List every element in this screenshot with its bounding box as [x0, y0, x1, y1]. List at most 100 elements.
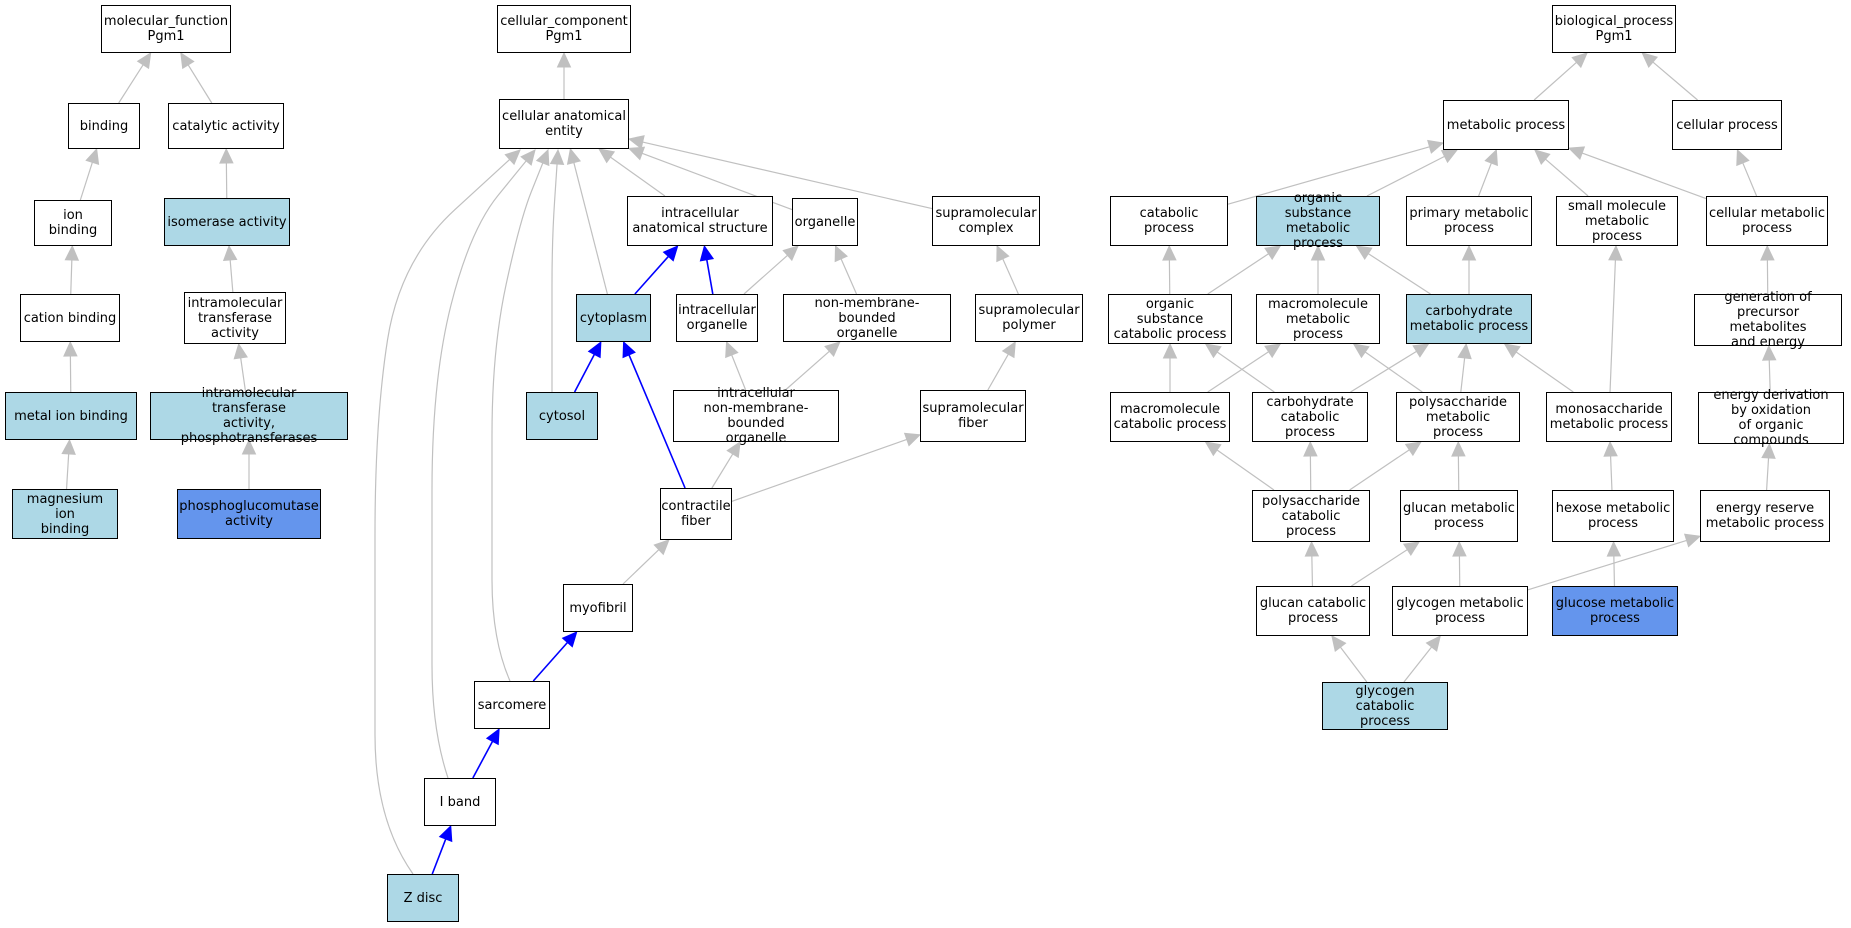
- edge-sarcomere-to-cae-arrowhead: [535, 148, 550, 167]
- edge-oscp-to-osmp-line: [1207, 253, 1269, 295]
- go-term-node-smpolymer[interactable]: supramolecular polymer: [975, 294, 1083, 342]
- go-term-node-cellproc[interactable]: cellular process: [1672, 100, 1782, 150]
- go-term-node-smmp[interactable]: small molecule metabolic process: [1556, 196, 1678, 246]
- go-term-node-binding[interactable]: binding: [68, 103, 140, 149]
- edge-pmp-to-metabolic: [1478, 148, 1498, 197]
- go-term-node-pgm[interactable]: phosphoglucomutase activity: [177, 489, 321, 539]
- go-term-node-gymp[interactable]: glycogen metabolic process: [1392, 586, 1528, 636]
- go-term-node-myofibril[interactable]: myofibril: [563, 584, 633, 632]
- go-term-node-pscp[interactable]: polysaccharide catabolic process: [1252, 490, 1370, 542]
- edge-smcomplex-to-cae-line: [642, 141, 933, 210]
- edge-cytoplasm-to-cae-line: [573, 162, 608, 295]
- go-term-node-cytoplasm[interactable]: cytoplasm: [576, 294, 651, 342]
- go-term-node-cae[interactable]: cellular anatomical entity: [499, 99, 629, 149]
- edge-catabolic-to-metabolic-arrowhead: [1427, 139, 1445, 154]
- go-term-node-organelle[interactable]: organelle: [792, 198, 858, 246]
- go-term-label: polysaccharide catabolic process: [1262, 493, 1360, 539]
- go-term-node-msmp[interactable]: monosaccharide metabolic process: [1546, 392, 1672, 442]
- go-term-label: metabolic process: [1446, 117, 1566, 133]
- edge-edoc-to-gpme: [1761, 344, 1777, 393]
- go-term-label: cation binding: [23, 310, 117, 326]
- edge-smmp-to-metabolic-arrowhead: [1534, 149, 1551, 165]
- edge-gycp-to-gymp-line: [1403, 646, 1433, 683]
- go-term-node-chcp[interactable]: carbohydrate catabolic process: [1252, 392, 1368, 442]
- go-term-node-metabolic[interactable]: metabolic process: [1443, 100, 1569, 150]
- go-term-label: cellular process: [1676, 117, 1778, 133]
- go-term-node-mf[interactable]: molecular_function Pgm1: [101, 5, 231, 53]
- go-term-node-cc[interactable]: cellular_component Pgm1: [497, 5, 631, 53]
- go-term-label: small molecule metabolic process: [1568, 198, 1666, 244]
- go-term-node-gcmp[interactable]: glucose metabolic process: [1552, 586, 1678, 636]
- go-term-node-ermp[interactable]: energy reserve metabolic process: [1700, 490, 1830, 542]
- go-term-label: monosaccharide metabolic process: [1549, 402, 1669, 432]
- go-term-node-ias[interactable]: intracellular anatomical structure: [627, 196, 773, 246]
- edge-ermp-to-edoc-arrowhead: [1761, 442, 1776, 459]
- go-term-node-gpme[interactable]: generation of precursor metabolites and …: [1694, 290, 1842, 350]
- edge-sarcomere-to-cae: [491, 148, 550, 682]
- go-term-node-intraorg[interactable]: intracellular organelle: [676, 294, 758, 342]
- edge-gcmp-to-hxmp: [1606, 540, 1622, 587]
- edge-intraorg-to-ias: [699, 244, 715, 295]
- go-term-label: carbohydrate catabolic process: [1266, 394, 1354, 440]
- go-term-node-psmp[interactable]: polysaccharide metabolic process: [1396, 392, 1520, 442]
- edge-chcp-to-oscp: [1204, 343, 1275, 393]
- go-term-node-mmp[interactable]: macromolecule metabolic process: [1256, 294, 1380, 344]
- edge-glcp-to-pscp: [1304, 540, 1320, 587]
- go-term-label: isomerase activity: [167, 214, 287, 230]
- edge-oscp-to-catabolic: [1162, 244, 1177, 295]
- edge-pscp-to-psmp: [1349, 441, 1422, 491]
- go-term-node-ionbind[interactable]: ion binding: [34, 200, 112, 246]
- go-term-node-catalytic[interactable]: catalytic activity: [168, 103, 284, 149]
- edge-intraphospho-to-intratrans-line: [240, 357, 247, 393]
- edge-gycp-to-glcp-line: [1339, 646, 1368, 683]
- edge-cellproc-to-bp: [1641, 52, 1698, 101]
- go-term-node-pmp[interactable]: primary metabolic process: [1406, 196, 1532, 246]
- go-term-node-nmbo[interactable]: non-membrane-bounded organelle: [783, 294, 951, 342]
- edge-isomerase-to-catalytic-arrowhead: [219, 147, 234, 164]
- go-term-node-smfiber[interactable]: supramolecular fiber: [920, 390, 1026, 442]
- edge-smcomplex-to-cae-arrowhead: [627, 135, 645, 150]
- edge-cellproc-to-bp-line: [1652, 61, 1698, 101]
- go-term-node-bp[interactable]: biological_process Pgm1: [1552, 5, 1676, 53]
- go-term-node-cmp[interactable]: cellular metabolic process: [1706, 196, 1828, 246]
- go-term-node-cytosol[interactable]: cytosol: [526, 392, 598, 440]
- edge-hxmp-to-msmp-line: [1609, 455, 1613, 491]
- edge-pgm-to-intraphospho-arrowhead: [241, 438, 257, 455]
- go-term-node-mgion[interactable]: magnesium ion binding: [12, 489, 118, 539]
- go-term-node-hxmp[interactable]: hexose metabolic process: [1552, 490, 1674, 542]
- edge-cytoplasm-to-cae-arrowhead: [566, 147, 582, 165]
- go-term-node-chmp[interactable]: carbohydrate metabolic process: [1406, 294, 1532, 344]
- go-term-node-metalion[interactable]: metal ion binding: [5, 392, 137, 440]
- go-term-node-contractile[interactable]: contractile fiber: [660, 488, 732, 540]
- go-term-node-osmp[interactable]: organic substance metabolic process: [1256, 191, 1380, 251]
- go-term-node-intratrans[interactable]: intramolecular transferase activity: [184, 292, 286, 344]
- edge-sarcomere-to-myofibril: [532, 631, 578, 682]
- edge-cmp-to-metabolic: [1567, 146, 1707, 200]
- edge-intratrans-to-isomerase: [222, 244, 238, 293]
- go-term-node-mcp[interactable]: macromolecule catabolic process: [1110, 392, 1230, 442]
- go-term-node-cationbind[interactable]: cation binding: [20, 294, 120, 342]
- go-term-node-sarcomere[interactable]: sarcomere: [474, 681, 550, 729]
- go-term-node-zdisc[interactable]: Z disc: [387, 874, 459, 922]
- go-term-node-gycp[interactable]: glycogen catabolic process: [1322, 682, 1448, 730]
- go-term-node-inmbo[interactable]: intracellular non-membrane-bounded organ…: [673, 386, 839, 446]
- edge-intraorg-to-ias-arrowhead: [699, 244, 715, 262]
- go-term-node-edoc[interactable]: energy derivation by oxidation of organi…: [1698, 388, 1844, 448]
- go-term-node-iband[interactable]: I band: [424, 778, 496, 826]
- go-term-label: biological_process Pgm1: [1554, 14, 1674, 44]
- go-term-node-smcomplex[interactable]: supramolecular complex: [932, 196, 1040, 246]
- go-term-node-intraphospho[interactable]: intramolecular transferase activity, pho…: [150, 386, 348, 446]
- go-term-node-glcp[interactable]: glucan catabolic process: [1256, 586, 1370, 636]
- edge-glcp-to-glmp-line: [1351, 549, 1408, 587]
- edge-zdisc-to-cae-arrowhead: [504, 149, 521, 166]
- go-term-label: organic substance metabolic process: [1284, 191, 1352, 251]
- go-term-node-oscp[interactable]: organic substance catabolic process: [1108, 294, 1232, 344]
- go-term-node-isomerase[interactable]: isomerase activity: [164, 198, 290, 246]
- edge-catalytic-to-mf: [180, 51, 213, 104]
- edge-catabolic-to-metabolic: [1227, 139, 1445, 205]
- go-term-node-catabolic[interactable]: catabolic process: [1110, 196, 1228, 246]
- go-term-node-glmp[interactable]: glucan metabolic process: [1400, 490, 1518, 542]
- edge-sarcomere-to-cae-line: [491, 162, 544, 682]
